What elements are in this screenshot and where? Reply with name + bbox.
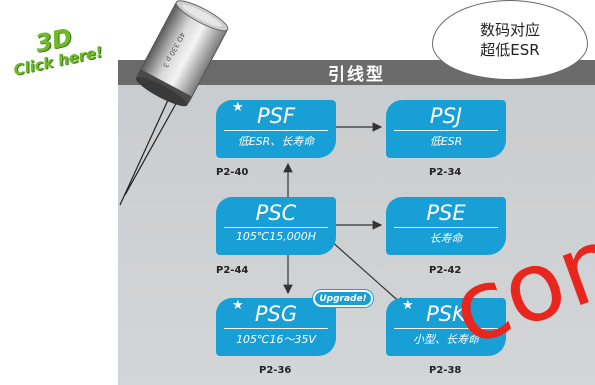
product-name: PSK [394,300,498,329]
product-desc: 长寿命 [429,232,463,245]
product-desc: 低ESR、长寿命 [237,135,315,148]
product-card-pse[interactable]: PSE 长寿命 [386,197,506,255]
page-ref-psc: P2-44 [216,265,249,276]
product-desc: 小型、长寿命 [413,333,479,346]
product-name: PSF [224,102,328,131]
product-desc: 105℃16～35V [236,333,316,346]
product-card-psf[interactable]: ★ PSF 低ESR、长寿命 [216,100,336,158]
star-icon: ★ [232,100,244,115]
page-ref-pse: P2-42 [429,265,462,276]
product-desc: 105℃15,000H [235,230,317,243]
product-name: PSC [224,199,328,228]
capacitor-image[interactable]: 4D 330 p 3 [100,0,260,215]
product-name: PSE [394,199,498,228]
star-icon: ★ [232,298,244,313]
product-card-psk[interactable]: ★ PSK 小型、长寿命 [386,298,506,356]
product-card-psc[interactable]: PSC 105℃15,000H [216,197,336,255]
page-ref-psg: P2-36 [259,365,292,376]
page-ref-psf: P2-40 [216,167,249,178]
product-name: PSG [224,300,328,329]
product-name: PSJ [394,102,498,131]
product-panel [118,60,595,385]
product-card-psj[interactable]: PSJ 低ESR [386,100,506,158]
bubble-line1: 数码对应 [479,21,540,39]
bubble-line2: 超低ESR [480,41,540,59]
page-ref-psk: P2-38 [429,365,462,376]
arrow-psc-psk [329,239,405,307]
product-desc: 低ESR [429,135,463,148]
star-icon: ★ [402,298,414,313]
product-card-psg[interactable]: ★ PSG 105℃16～35V [216,298,336,356]
page-ref-psj: P2-34 [429,167,462,178]
upgrade-badge[interactable]: Upgrade! [313,290,373,307]
feature-bubble: 数码对应 超低ESR [432,0,588,80]
